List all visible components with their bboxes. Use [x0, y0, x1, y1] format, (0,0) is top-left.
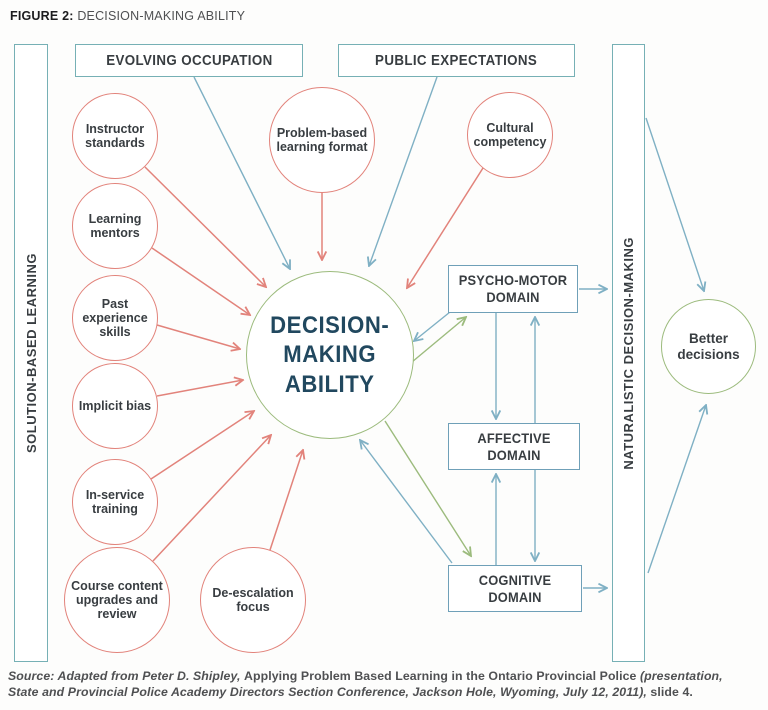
source-seg1: Source: Adapted from Peter D. Shipley, — [8, 669, 244, 683]
box-public-expectations-label: PUBLIC EXPECTATIONS — [375, 52, 538, 69]
center-line-2: MAKING — [283, 341, 377, 369]
circle-in-service-training-label: In-service training — [85, 487, 145, 516]
box-affective-domain: AFFECTIVE DOMAIN — [448, 423, 580, 470]
circle-course-content-upgrades-label: Course content upgrades and review — [71, 578, 163, 622]
circle-instructor-standards: Instructor standards — [72, 93, 158, 179]
source-seg2: Applying Problem Based Learning in the O… — [244, 669, 640, 683]
source-seg4: slide 4. — [650, 685, 693, 700]
circle-problem-based-learning: Problem-based learning format — [269, 87, 375, 193]
box-psycho-motor-domain: PSYCHO-MOTOR DOMAIN — [448, 265, 578, 313]
box-affective-domain-label: AFFECTIVE DOMAIN — [477, 429, 551, 463]
figure-title: FIGURE 2: DECISION-MAKING ABILITY — [10, 9, 245, 23]
arrow-center-to-psychomotor — [405, 317, 466, 368]
circle-better-decisions: Better decisions — [661, 299, 756, 394]
circle-cultural-competency-label: Cultural competency — [473, 120, 547, 149]
circle-past-experience-skills: Past experience skills — [72, 275, 158, 361]
box-cognitive-domain-label: COGNITIVE DOMAIN — [478, 571, 552, 605]
source-citation: Source: Adapted from Peter D. Shipley, A… — [8, 668, 750, 700]
arrow-naturalistic-to-better-bottom — [647, 405, 706, 574]
arrow-course-to-center — [152, 435, 271, 562]
circle-problem-based-learning-label: Problem-based learning format — [276, 125, 368, 154]
bar-naturalistic-decision-making-label: NATURALISTIC DECISION-MAKING — [621, 236, 636, 470]
arrow-evolving-to-center — [193, 76, 290, 269]
circle-better-decisions-label: Better decisions — [677, 331, 740, 362]
box-evolving-occupation: EVOLVING OCCUPATION — [75, 44, 303, 77]
box-public-expectations: PUBLIC EXPECTATIONS — [338, 44, 575, 77]
arrow-psychomotor-to-center — [414, 311, 451, 341]
circle-implicit-bias: Implicit bias — [72, 363, 158, 449]
arrow-inservice-to-center — [150, 411, 254, 480]
arrow-bias-to-center — [156, 380, 243, 397]
arrow-deescalation-to-center — [269, 450, 303, 551]
circle-past-experience-skills-label: Past experience skills — [82, 296, 148, 340]
circle-instructor-standards-label: Instructor standards — [85, 121, 145, 150]
arrow-experience-to-center — [156, 324, 240, 349]
circle-de-escalation-focus-label: De-escalation focus — [212, 585, 294, 614]
figure-title-text: DECISION-MAKING ABILITY — [77, 9, 246, 23]
bar-solution-based-learning-label: SOLUTION-BASED LEARNING — [23, 253, 39, 453]
circle-de-escalation-focus: De-escalation focus — [200, 547, 306, 653]
arrow-instructor-to-center — [144, 166, 266, 287]
arrow-cognitive-to-center — [360, 440, 453, 564]
circle-course-content-upgrades: Course content upgrades and review — [64, 547, 170, 653]
circle-learning-mentors: Learning mentors — [72, 183, 158, 269]
bar-naturalistic-decision-making: NATURALISTIC DECISION-MAKING — [612, 44, 645, 662]
center-line-3: ABILITY — [285, 370, 375, 398]
box-evolving-occupation-label: EVOLVING OCCUPATION — [105, 52, 273, 69]
arrow-naturalistic-to-better-top — [645, 117, 704, 291]
circle-implicit-bias-label: Implicit bias — [78, 398, 152, 413]
arrow-mentors-to-center — [151, 247, 250, 315]
box-cognitive-domain: COGNITIVE DOMAIN — [448, 565, 582, 612]
bar-solution-based-learning: SOLUTION-BASED LEARNING — [14, 44, 48, 662]
box-psycho-motor-domain-label: PSYCHO-MOTOR DOMAIN — [458, 272, 568, 305]
circle-decision-making-ability-label: DECISION- MAKING ABILITY — [270, 311, 389, 399]
arrow-cultural-to-center — [407, 167, 484, 288]
figure-label: FIGURE 2: — [10, 9, 74, 23]
circle-learning-mentors-label: Learning mentors — [88, 211, 142, 240]
source-seg3: (presentation, State and Provincial Poli… — [8, 669, 723, 700]
circle-decision-making-ability: DECISION- MAKING ABILITY — [246, 271, 414, 439]
center-line-1: DECISION- — [270, 312, 390, 340]
circle-in-service-training: In-service training — [72, 459, 158, 545]
circle-cultural-competency: Cultural competency — [467, 92, 553, 178]
arrow-center-to-cognitive — [384, 420, 471, 556]
arrow-public-to-center — [369, 76, 438, 266]
